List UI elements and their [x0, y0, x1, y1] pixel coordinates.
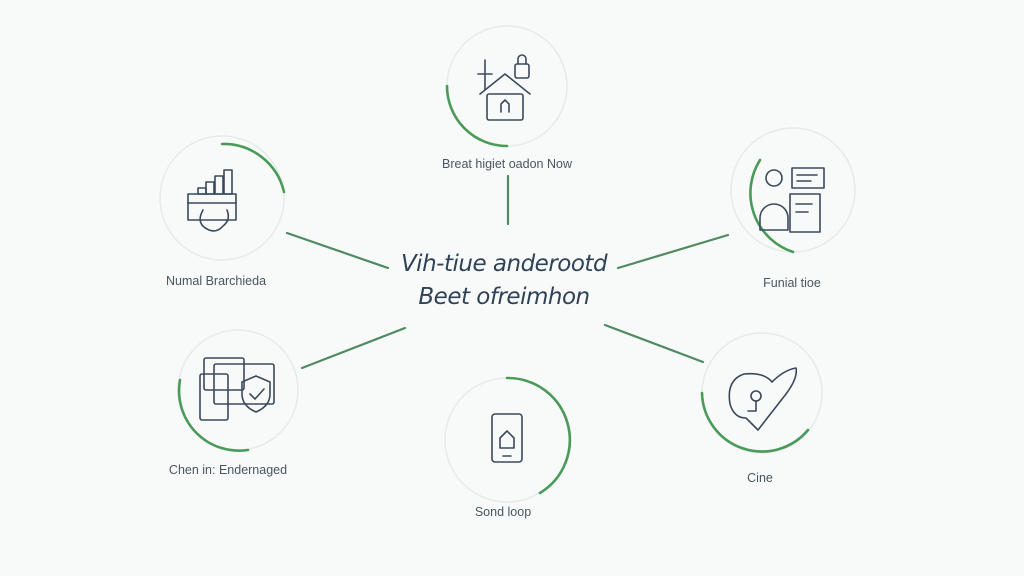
node-arc-left-top: [220, 142, 286, 194]
connector-left-top: [285, 231, 390, 270]
node-arc-left-bottom: [177, 378, 250, 452]
connector-left-bottom: [300, 326, 407, 370]
node-label-bottom: Sond loop: [474, 505, 532, 519]
node-label-left-bottom: Chen in: Endernaged: [168, 463, 288, 477]
node-arc-right-top: [749, 158, 795, 254]
connector-right-bottom: [603, 323, 705, 364]
center-title-line2: Beet ofreimhon: [418, 284, 590, 310]
node-arc-right-bottom: [700, 391, 810, 453]
document-person-icon: [759, 167, 825, 233]
node-label-left-top: Numal Brarchieda: [165, 274, 267, 288]
lock-house-icon: [477, 54, 531, 121]
head-heart-icon: [728, 367, 798, 431]
node-label-right-top: Funial tioe: [763, 276, 821, 290]
devices-shield-icon: [199, 357, 275, 421]
connector-right-top: [616, 233, 730, 270]
center-title-line1: Vih-tiue anderootd: [400, 251, 608, 277]
node-arc-bottom: [505, 376, 572, 495]
node-label-right-bottom: Cine: [747, 471, 773, 485]
phone-icon: [491, 413, 523, 463]
node-ring-left-top: [159, 135, 285, 261]
node-arc-top: [445, 84, 509, 148]
bar-chart-hands-icon: [187, 169, 237, 232]
node-label-top: Breat higiet oadon Now: [442, 157, 572, 171]
